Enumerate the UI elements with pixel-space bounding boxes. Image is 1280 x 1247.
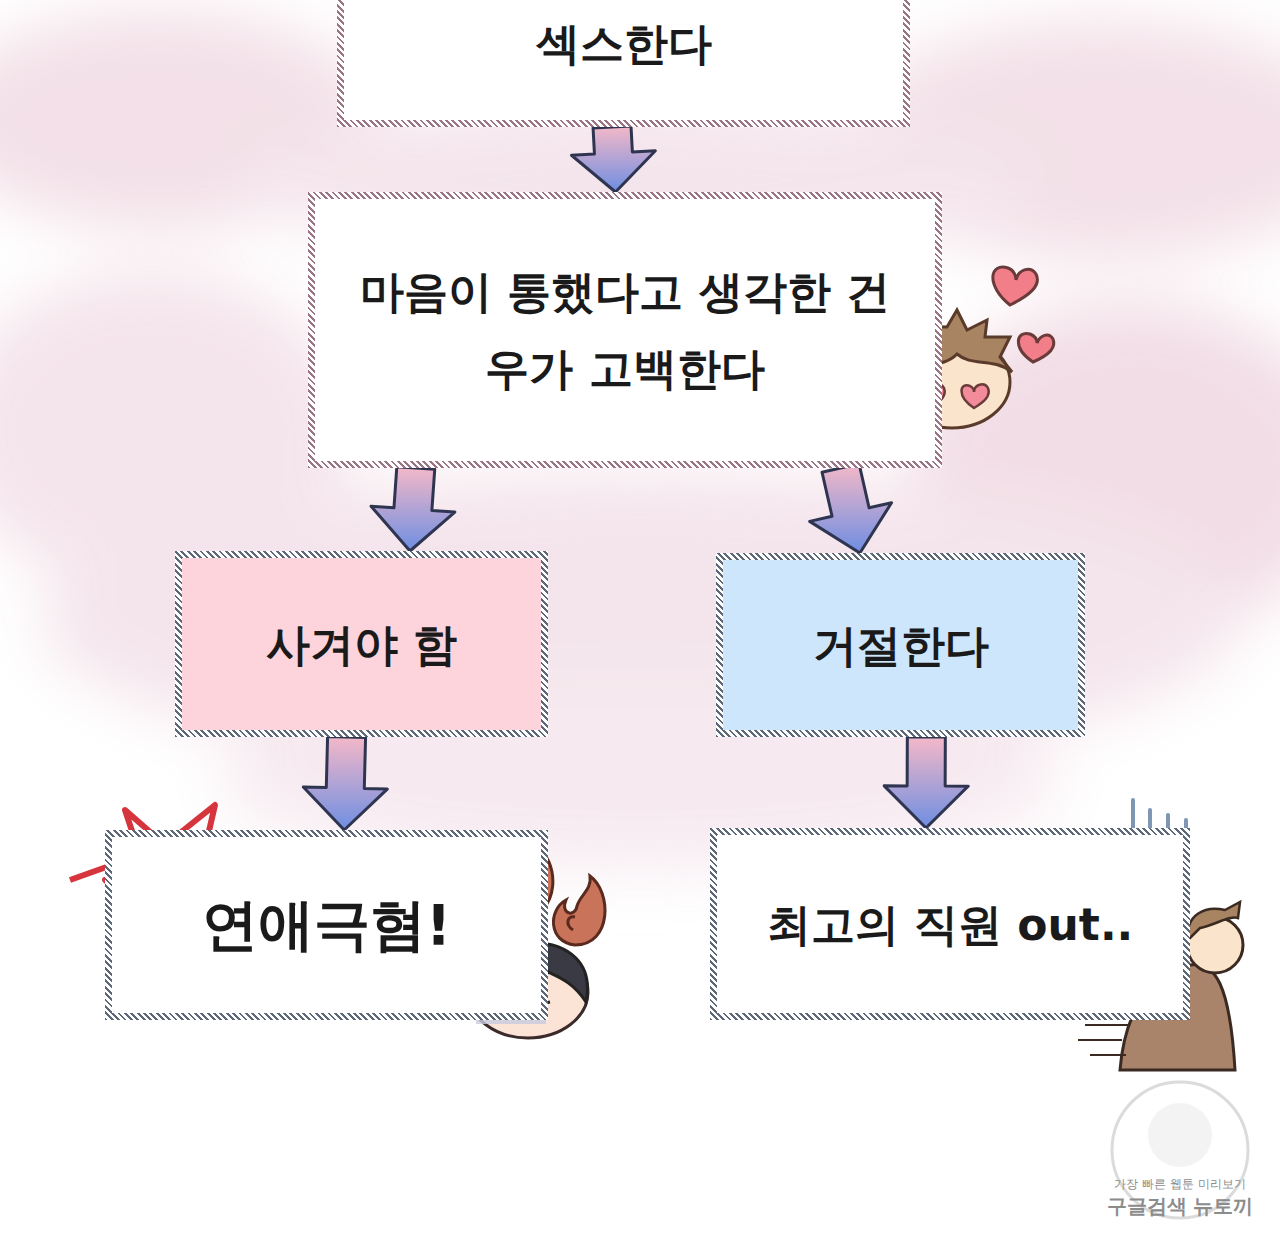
block-arrow xyxy=(884,737,968,828)
watermark-text: 구글검색 뉴토끼 xyxy=(1095,1193,1265,1220)
choice-box: 거절한다 xyxy=(716,553,1085,737)
result-box: 최고의 직원 out.. xyxy=(710,828,1190,1020)
block-arrow xyxy=(303,737,387,830)
box-text: 최고의 직원 out.. xyxy=(767,886,1134,963)
block-arrow xyxy=(810,464,892,553)
result-box: 연애극혐! xyxy=(105,830,548,1020)
block-arrow xyxy=(571,126,655,192)
box-text: 연애극혐! xyxy=(202,876,452,974)
box-text: 섹스한다 xyxy=(536,5,712,82)
box-text: 마음이 통했다고 생각한 건우가 고백한다 xyxy=(345,253,905,407)
box-text: 사겨야 함 xyxy=(266,606,457,683)
cloud-ground xyxy=(0,10,1280,870)
heart-doodle xyxy=(993,267,1054,362)
heart-eyes-head xyxy=(894,310,1012,428)
choice-box: 사겨야 함 xyxy=(175,551,548,737)
leaving-figure xyxy=(1078,902,1243,1070)
box-text: 거절한다 xyxy=(813,607,989,684)
process-box: 마음이 통했다고 생각한 건우가 고백한다 xyxy=(308,192,942,468)
process-box: 섹스한다 xyxy=(337,0,910,127)
angry-head xyxy=(467,941,588,1038)
watermark-text: 가장 빠른 웹툰 미리보기 xyxy=(1095,1176,1265,1193)
block-arrow xyxy=(371,467,455,551)
